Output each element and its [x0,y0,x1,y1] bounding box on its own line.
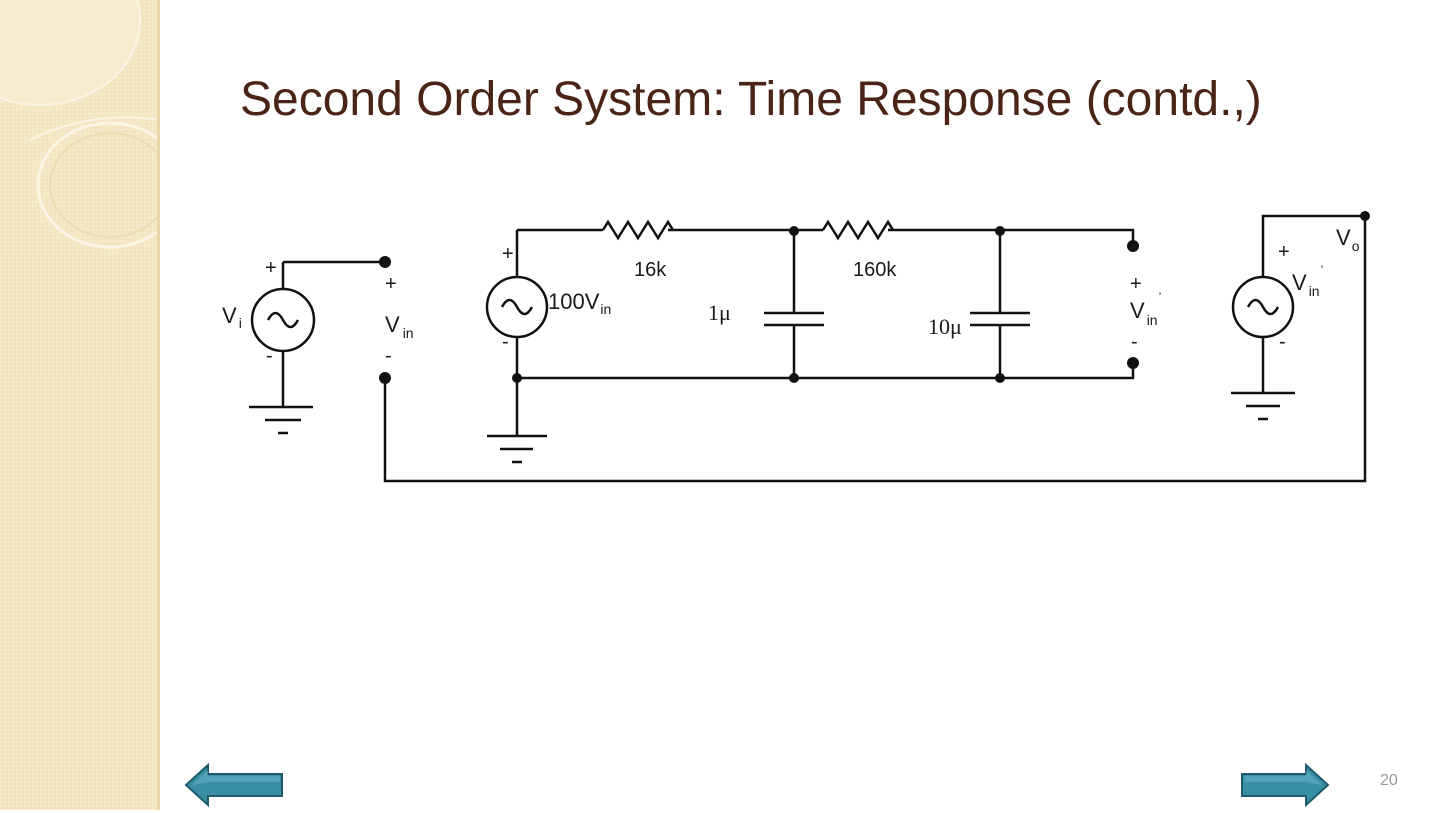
r1-value-label: 16k [634,259,667,281]
slide-title: Second Order System: Time Response (cont… [240,73,1262,126]
capacitor-10u [970,230,1030,378]
next-slide-button[interactable] [1240,762,1330,808]
vin-prime-plus-label: + [1130,273,1142,295]
vin-plus-label: + [385,273,397,295]
dep-source-label: 100Vin [548,289,611,317]
vin-minus-label: - [385,345,392,367]
left-arrow-icon [184,762,283,808]
resistor-160k [821,219,895,241]
resistor-16k [601,219,675,241]
dep-source-minus-label: - [502,331,509,353]
vo-label: Vo [1336,225,1360,254]
vin-prime-minus-label: - [1131,331,1138,353]
right-source-plus-label: + [1278,241,1290,263]
vin-terminal-wires [383,214,1367,483]
circuit-nodes [379,211,1370,384]
sidebar-swirl-graphic [0,0,158,249]
previous-slide-button[interactable] [184,762,286,808]
source-vi [249,260,385,435]
sidebar-decoration [0,0,158,810]
capacitor-1u [764,230,824,378]
rc-ladder-network [485,219,1135,464]
sidebar-border [157,0,160,810]
dep-source-plus-label: + [502,243,514,265]
right-source-minus-label: - [1279,331,1286,353]
vi-plus-label: + [265,257,277,279]
source-vin-prime [1231,275,1295,421]
page-number: 20 [1380,772,1398,789]
c1-value-label: 1μ [708,300,731,325]
vi-minus-label: - [266,345,273,367]
c2-value-label: 10μ [928,314,962,339]
right-arrow-icon [1241,762,1330,808]
r2-value-label: 160k [853,259,897,281]
